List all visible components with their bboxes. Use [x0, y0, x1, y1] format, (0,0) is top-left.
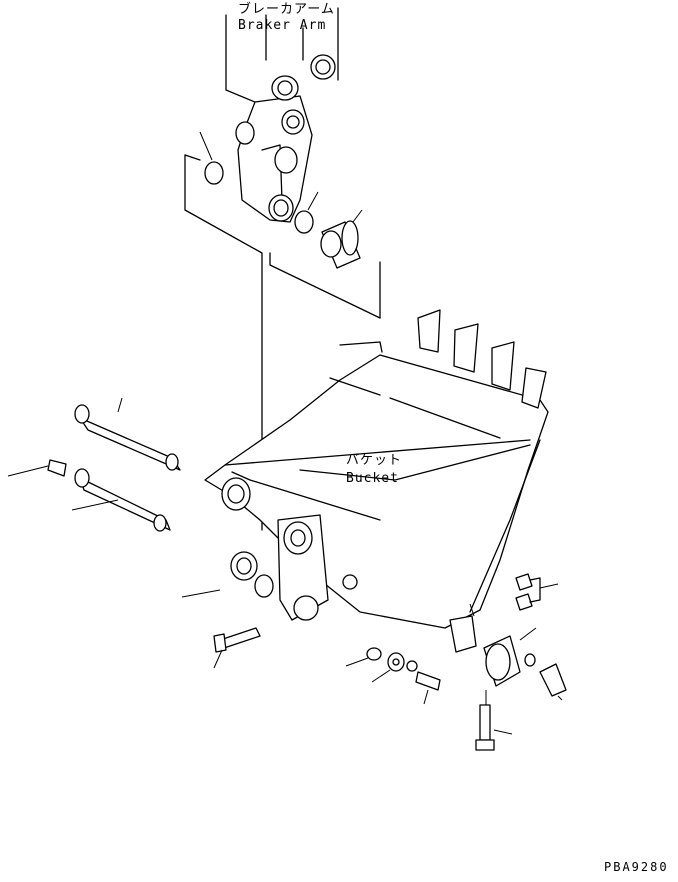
bucket-teeth [418, 310, 546, 408]
bucket-label-en: Bucket [346, 471, 399, 486]
side-bolt [214, 628, 260, 668]
lower-pin [72, 469, 170, 531]
o-ring [346, 648, 381, 666]
arm-bushing-flanged [321, 210, 362, 268]
nuts [516, 574, 558, 666]
upper-pin [75, 398, 180, 470]
long-bolt [476, 690, 512, 750]
breaker-arm-outline [185, 8, 380, 530]
drawing-code: PBA9280 [604, 860, 669, 874]
bucket-label-jp: バケット [346, 453, 403, 468]
arm-bushing-top [272, 55, 335, 100]
bucket-bosses [182, 478, 357, 620]
bolt-center [416, 672, 440, 704]
grease-fitting [8, 460, 66, 476]
breaker-arm-label-jp: ブレーカアーム [238, 2, 335, 17]
cutter-bolt [540, 664, 566, 700]
washer [372, 653, 417, 682]
side-cutter [484, 628, 536, 686]
bucket [205, 342, 548, 628]
arm-seals [200, 132, 318, 233]
breaker-arm-label-en: Braker Arm [238, 18, 327, 33]
shim-plate [450, 604, 476, 652]
breaker-arm-body [236, 96, 312, 222]
